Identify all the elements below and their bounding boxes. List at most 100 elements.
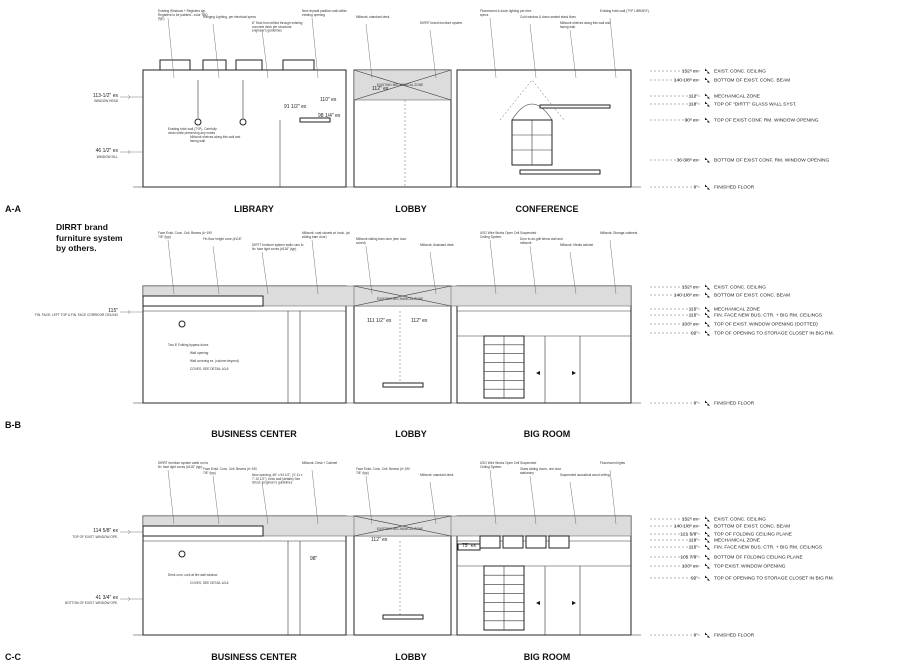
note-bb-0-line: Face Exist. Conc. Ceil. Beams (#~190 — [158, 231, 212, 235]
level-marker — [707, 187, 710, 190]
level-marker — [707, 295, 710, 298]
room-label-cc-1: LOBBY — [395, 652, 427, 662]
level-title-cc-6: TOP EXIST. WINDOW OPENING — [714, 564, 786, 570]
note-aa-0: Existing Windows + Registers typ.Registe… — [158, 9, 208, 21]
level-marker — [705, 330, 708, 333]
note-aa-6-line: Fluorescent & down lighting per elec — [480, 9, 532, 13]
note-leader-aa-8 — [569, 29, 577, 79]
bc-light-cc — [178, 550, 186, 558]
inner-dim-bb-1: 112" ex — [411, 318, 428, 324]
note-leader-aa-5 — [429, 29, 437, 79]
note-bb-10: Two 8' Folding bypass doors — [168, 343, 209, 347]
note-leader-aa-9 — [609, 17, 617, 79]
level-marker — [705, 306, 708, 309]
level-title-cc-2: TOP OF FOLDING CEILING PLANE — [714, 532, 792, 538]
level-marker — [705, 531, 708, 534]
level-value-aa-6: 0" — [694, 185, 699, 191]
level-value-bb-3: 115" — [689, 313, 699, 319]
level-marker — [707, 540, 710, 543]
note-cc-0-line: fin. face light coves (#118" (typ) — [158, 465, 202, 469]
bc-light-bb — [178, 320, 186, 328]
note-leader-cc-4 — [365, 475, 373, 525]
level-title-bb-5: TOP OF OPENING TO STORAGE CLOSET IN BIG … — [714, 331, 834, 337]
level-title-aa-2: MECHANICAL ZONE — [714, 94, 760, 100]
level-marker — [705, 632, 708, 635]
left-dim-bb-0: 115" — [108, 308, 118, 314]
level-marker — [705, 523, 708, 526]
note-bb-1: Fin floor height cove (#118" — [203, 237, 242, 241]
door-arrow-bb — [572, 371, 576, 375]
note-bb-8-line: Millwork: Media cabinet — [560, 243, 593, 247]
level-value-bb-6: 0" — [694, 401, 699, 407]
level-value-aa-3: 118" — [689, 102, 699, 108]
note-aa-1-line: Hanging Lighting, per electrical specs — [203, 15, 256, 19]
note-bb-7-line: Door to air-grill below wall and — [520, 237, 563, 241]
level-marker — [707, 578, 710, 581]
note-bb-2-line: fin. face light coves (#118" (typ) — [252, 247, 296, 251]
note-cc-7-line: stationary — [520, 471, 534, 475]
inner-dim-aa-3: 112" ex — [372, 86, 389, 92]
level-marker — [707, 120, 710, 123]
level-marker — [707, 287, 710, 290]
note-leader-bb-2 — [261, 251, 269, 295]
note-leader-aa-1 — [212, 23, 220, 79]
note-cc-9-line: Fluorescent lights — [600, 461, 625, 465]
note-aa-4-line: Millwork, standard desk — [356, 15, 390, 19]
beam-aa-1 — [202, 59, 227, 71]
level-title-aa-4: TOP OF EXIST CONF. RM. WINDOW OPENING — [714, 118, 819, 124]
note-leader-cc-0 — [167, 469, 175, 525]
left-dim-sub-cc-1: BOTTOM OF EXIST. WINDOW OPE. — [65, 601, 118, 605]
note-aa-5: DIRRT brand furniture system — [420, 21, 463, 25]
level-marker — [705, 93, 708, 96]
level-title-cc-4: FIN. FACE NEW BUS. CTR. + BIG RM. CEILIN… — [714, 545, 822, 551]
level-marker — [707, 160, 710, 163]
note-bb-6-line: Ceiling System — [480, 235, 502, 239]
level-value-cc-3: 119" — [689, 538, 699, 544]
level-value-aa-0: 152" ex — [682, 69, 699, 75]
level-title-cc-3: MECHANICAL ZONE — [714, 538, 760, 544]
beam-aa-0 — [159, 59, 191, 71]
level-marker — [705, 284, 708, 287]
beam-aa-2 — [235, 59, 263, 71]
beam-label-aa: EXISTING MECHANICAL ZONE — [377, 83, 423, 87]
room-label-cc-0: BUSINESS CENTER — [211, 652, 297, 662]
note-cc-5-line: Millwork: standard desk — [420, 473, 454, 477]
linework — [120, 17, 710, 638]
note-aa-8-line: facing wall. — [560, 25, 576, 29]
note-aa-3-line: New drywall partition wall within — [302, 9, 347, 13]
level-marker — [705, 68, 708, 71]
level-title-cc-8: FINISHED FLOOR — [714, 633, 755, 639]
note-bb-5-line: Millwork: Assistant desk — [420, 243, 454, 247]
fold-ceiling-panel-1 — [502, 535, 524, 549]
note-aa-0-line: Registers to be painted - color TBD — [158, 13, 208, 17]
note-leader-cc-5 — [429, 481, 437, 525]
note-leader-cc-9 — [609, 469, 617, 525]
level-value-cc-4: 115" — [689, 545, 699, 551]
note-aa-6-line: specs — [480, 13, 489, 17]
level-marker — [707, 635, 710, 638]
hanging-light — [239, 118, 247, 126]
left-dim-sub-aa-0: WINDOW HEAD — [94, 99, 118, 103]
note-bb-10-line: Two 8' Folding bypass doors — [168, 343, 209, 347]
level-title-cc-0: EXIST. CONC. CEILING — [714, 517, 766, 523]
note-aa-2-line: concrete deck per structural — [252, 25, 292, 29]
level-title-aa-0: EXIST. CONC. CEILING — [714, 69, 766, 75]
conference-table — [519, 169, 601, 175]
note-leader-aa-4 — [365, 23, 373, 79]
level-value-cc-2: 121 5/8" — [680, 532, 698, 538]
room-label-bb-2: BIG ROOM — [524, 429, 571, 439]
note-leader-bb-6 — [489, 239, 497, 295]
left-dim-aa-1: 46 1/2" ex — [96, 148, 119, 154]
note-cc-11: COVES, SEE DETAIL A3-6 — [190, 581, 229, 585]
note-aa-9: Existing brick wall (TYP LIBRARY). — [600, 9, 650, 13]
inner-dim-aa-2: 98 1/4" ex — [318, 113, 341, 119]
level-marker — [705, 516, 708, 519]
